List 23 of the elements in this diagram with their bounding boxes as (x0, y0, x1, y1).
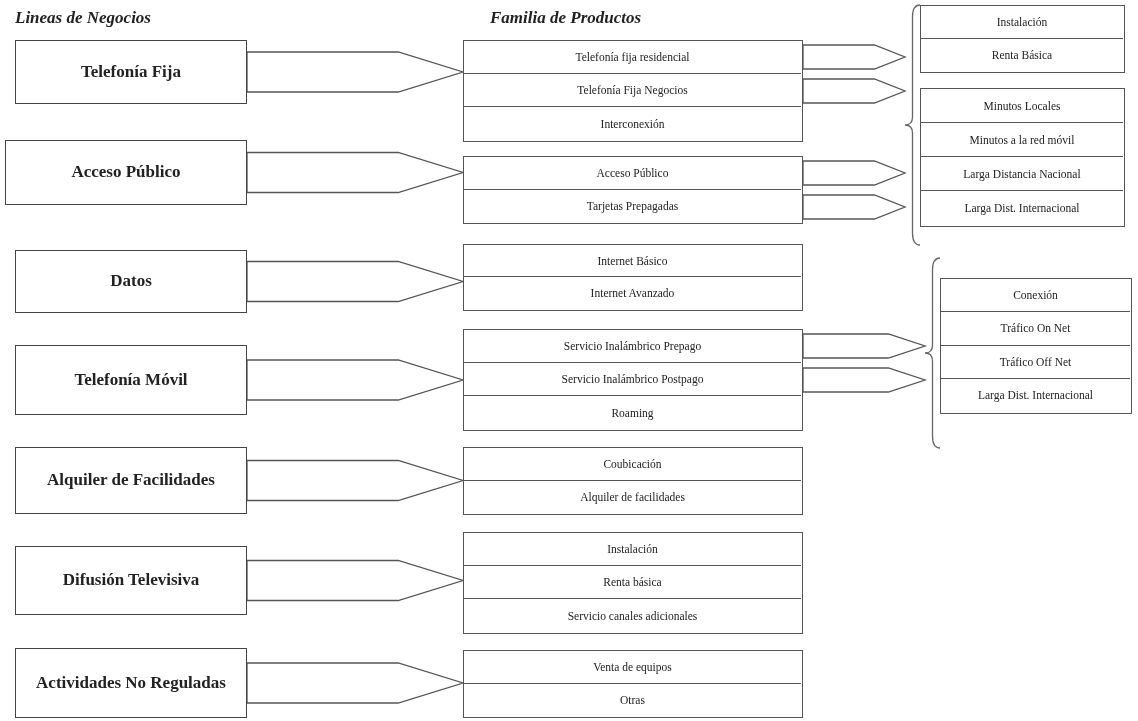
chevron-arrow (802, 333, 928, 359)
product-group-box (920, 5, 1125, 73)
product-group-box (463, 40, 803, 142)
chevron-arrow (246, 51, 466, 93)
column-heading: Familia de Productos (490, 8, 642, 28)
chevron-arrow (802, 44, 907, 70)
chevron-arrow (246, 260, 466, 303)
product-group-box (940, 278, 1132, 414)
curly-brace (924, 257, 941, 449)
curly-brace (904, 4, 921, 246)
chevron-arrow (802, 160, 907, 186)
chevron-arrow (246, 459, 466, 502)
chevron-arrow (802, 194, 907, 220)
chevron-arrow (802, 78, 907, 104)
chevron-arrow (246, 151, 466, 194)
chevron-arrow (802, 367, 928, 393)
product-group-box (463, 329, 803, 431)
product-group-box (920, 88, 1125, 227)
chevron-arrow (246, 359, 466, 401)
product-group-box (463, 532, 803, 634)
chevron-arrow (246, 559, 466, 602)
chevron-arrow (246, 662, 466, 704)
column-heading: Lineas de Negocios (15, 8, 151, 28)
